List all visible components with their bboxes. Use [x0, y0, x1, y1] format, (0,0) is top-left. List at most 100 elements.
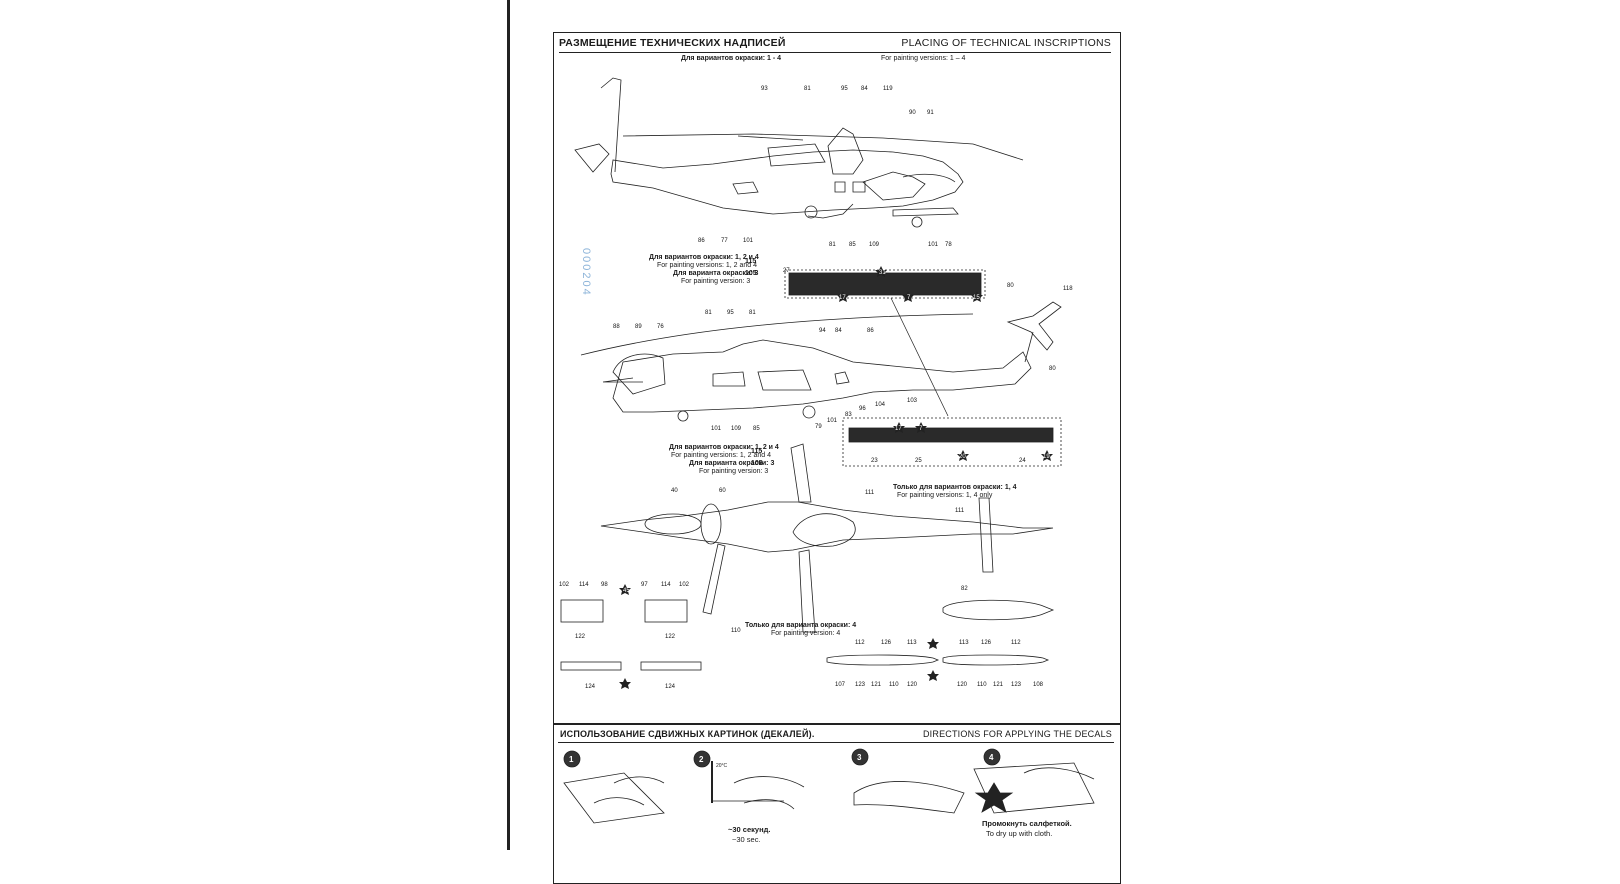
directions-title-ru: ИСПОЛЬЗОВАНИЕ СДВИЖНЫХ КАРТИНОК (ДЕКАЛЕЙ… [560, 729, 815, 739]
pod-123-b: 123 [1011, 682, 1022, 688]
tv-note-ru: Только для вариантов окраски: 1, 4 [893, 484, 1017, 491]
versions-en: For painting versions: 1 – 4 [881, 55, 966, 62]
pod-102-b: 102 [679, 582, 690, 588]
callout-86-b: 86 [867, 328, 874, 334]
step-1-num: 1 [569, 755, 574, 764]
technical-drawing: 93 81 95 84 119 90 91 86 77 101 81 85 10… [559, 77, 1073, 690]
versions-ru: Для вариантов окраски: 1 - 4 [681, 55, 782, 62]
callout-85-a: 85 [849, 242, 856, 248]
pod-120-b: 120 [957, 682, 968, 688]
callout-109-b: 109 [731, 426, 742, 432]
header-rule [559, 52, 1111, 53]
callout-110: 110 [731, 628, 741, 634]
title-en: PLACING OF TECHNICAL INSCRIPTIONS [901, 37, 1111, 49]
callout-111-a: 111 [865, 490, 875, 496]
callout-60: 60 [719, 488, 726, 494]
callout-79: 79 [815, 424, 822, 430]
pod-114-b: 114 [661, 582, 671, 588]
callout-80-b: 80 [1049, 366, 1056, 372]
pod-110-b: 110 [977, 682, 987, 688]
callout-89: 89 [635, 324, 642, 330]
callout-101-c: 101 [711, 426, 722, 432]
callout-91: 91 [927, 110, 934, 116]
step-2-num: 2 [699, 755, 704, 764]
pod-122-b: 122 [665, 634, 676, 640]
step-1-badge [563, 750, 581, 768]
title-ru: РАЗМЕЩЕНИЕ ТЕХНИЧЕСКИХ НАДПИСЕЙ [559, 37, 786, 49]
callout-76: 76 [657, 324, 664, 330]
callout-101-a: 101 [743, 238, 754, 244]
callout-84-a: 84 [861, 86, 868, 92]
panel1-31: 31 [879, 270, 886, 276]
pod-113-a: 113 [907, 640, 917, 646]
callout-78: 78 [945, 242, 952, 248]
step-2-caption-ru: ~30 секунд. [728, 825, 771, 834]
sv2-note-en-1: For painting versions: 1, 2 and 4 [671, 452, 772, 459]
panel1-17: 17 [839, 295, 846, 301]
directions-rule [558, 742, 1114, 743]
helicopter-side-view-1 [574, 77, 1024, 228]
pod-124-b: 124 [665, 684, 676, 690]
callout-90: 90 [909, 110, 916, 116]
sv2-note-ru-1: Для вариантов окраски: 1, 2 и 4 [669, 444, 779, 451]
pod-98: 98 [601, 582, 608, 588]
callout-40: 40 [671, 488, 678, 494]
callout-81-d: 81 [749, 310, 756, 316]
step-4-caption-en: To dry up with cloth. [986, 829, 1053, 838]
pod-102-a: 102 [559, 582, 570, 588]
panel1-15: 15 [973, 295, 980, 301]
panel2-24: 24 [1019, 458, 1026, 464]
pod-126-b: 126 [981, 640, 992, 646]
callout-104: 104 [875, 402, 886, 408]
callout-94: 94 [819, 328, 826, 334]
panel2-23: 23 [871, 458, 878, 464]
panel2-20: 20 [959, 454, 966, 460]
pod-star-label: 45 [623, 588, 630, 594]
step-2-hands [733, 776, 805, 810]
step-4-badge [983, 748, 1001, 766]
step-3-hands [853, 781, 965, 814]
diagram-frame [553, 32, 1121, 724]
step-3-num: 3 [857, 753, 862, 762]
step-2-badge [693, 750, 711, 768]
pod-114-a: 114 [579, 582, 589, 588]
callout-101-b: 101 [928, 242, 939, 248]
directions-title-en: DIRECTIONS FOR APPLYING THE DECALS [922, 729, 1112, 739]
tv-note-en: For painting versions: 1, 4 only [897, 492, 993, 499]
instruction-sheet: РАЗМЕЩЕНИЕ ТЕХНИЧЕСКИХ НАДПИСЕЙ PLACING … [553, 32, 1121, 884]
helicopter-top-view [600, 443, 1054, 633]
pod-112-a: 112 [855, 640, 865, 646]
step-4-caption-ru: Промокнуть салфеткой. [982, 819, 1072, 828]
callout-85-b: 85 [753, 426, 760, 432]
panel1-7: 7 [907, 295, 911, 301]
callout-95-a: 95 [841, 86, 848, 92]
callout-84-b: 84 [835, 328, 842, 334]
pod-121-b: 121 [993, 682, 1004, 688]
sv1-num-105: 105 [745, 270, 757, 277]
scan-edge [507, 0, 510, 850]
callout-111-b: 111 [955, 508, 965, 514]
pod-113-b: 113 [959, 640, 969, 646]
callout-86-a: 86 [698, 238, 705, 244]
callout-119: 119 [883, 86, 893, 92]
sv1-note-en-2: For painting version: 3 [681, 278, 751, 285]
callout-80-a: 80 [1007, 283, 1014, 289]
tv-note2-en: For painting version: 4 [771, 630, 841, 637]
callout-96: 96 [859, 406, 866, 412]
sv1-note-ru-2: Для варианта окраски: 3 [673, 270, 759, 277]
pod-112-b: 112 [1011, 640, 1021, 646]
callout-81-c: 81 [705, 310, 712, 316]
callouts: 93 81 95 84 119 90 91 86 77 101 81 85 10… [559, 86, 1073, 690]
callout-109-a: 109 [869, 242, 880, 248]
panel-labels: 31 17 7 15 17 7 20 19 45 [623, 270, 1050, 594]
callout-77: 77 [721, 238, 728, 244]
step-1-sheet [563, 772, 665, 824]
directions-illustrations: 1 2 3 4 20°C [563, 748, 1095, 824]
pod-123-a: 123 [855, 682, 866, 688]
directions-panel: ИСПОЛЬЗОВАНИЕ СДВИЖНЫХ КАРТИНОК (ДЕКАЛЕЙ… [553, 724, 1121, 884]
decal-panel-1 [784, 269, 986, 417]
panel2-7: 7 [919, 426, 923, 432]
step-2-caption-en: ~30 sec. [732, 835, 761, 844]
panel2-19: 19 [1043, 454, 1050, 460]
panel2-17: 17 [895, 426, 902, 432]
